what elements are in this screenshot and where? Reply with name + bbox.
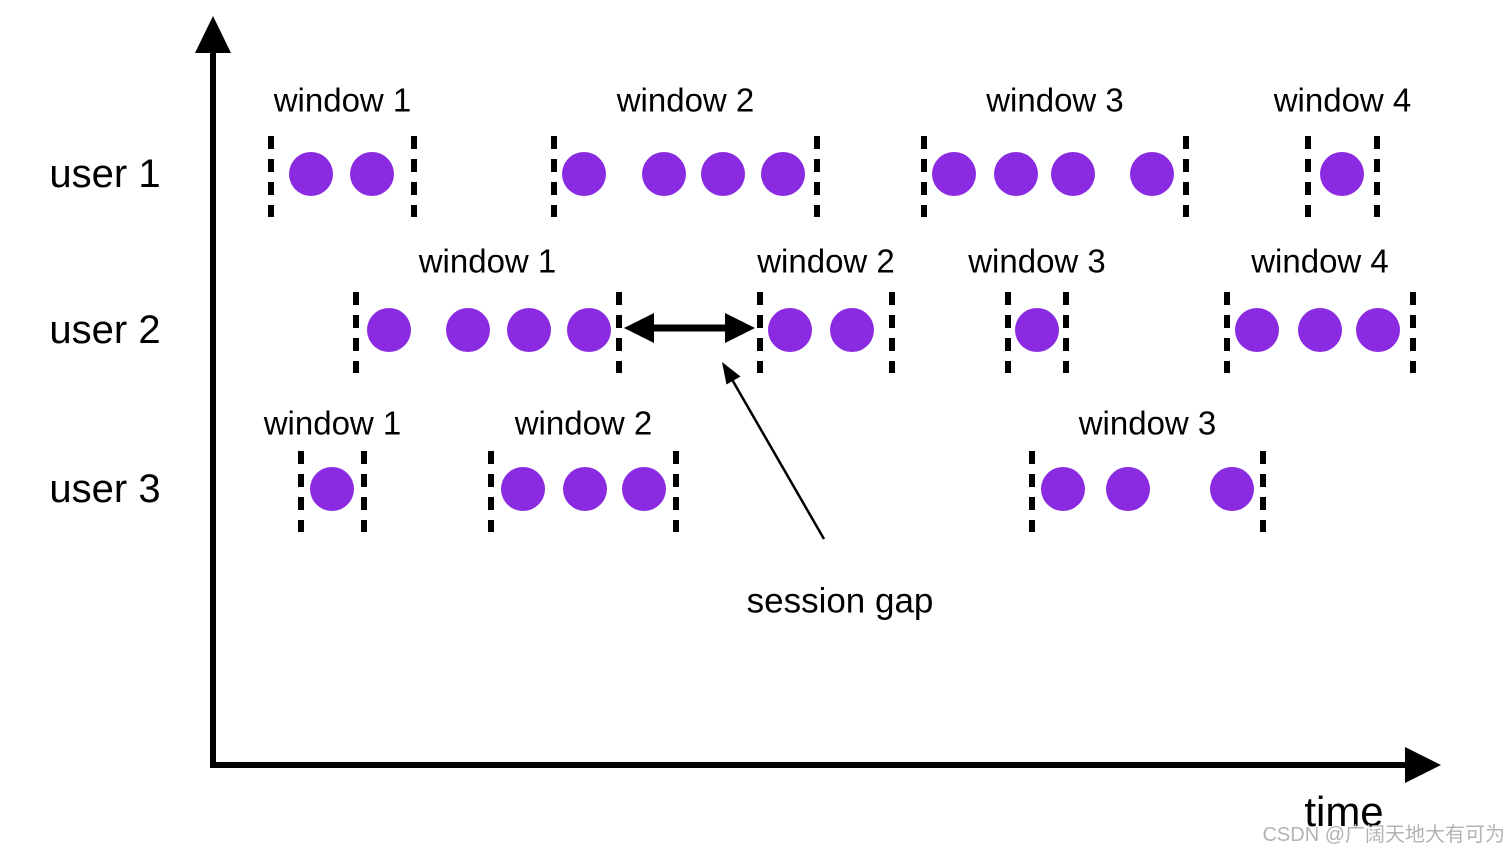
event-dot xyxy=(1235,308,1279,352)
y-axis-arrowhead-icon xyxy=(195,16,231,53)
event-dot xyxy=(1130,152,1174,196)
event-dot xyxy=(563,467,607,511)
event-dot xyxy=(994,152,1038,196)
window-label: window 3 xyxy=(1078,404,1217,442)
event-dot xyxy=(367,308,411,352)
user-row-label: user 1 xyxy=(49,152,161,196)
window-label: window 4 xyxy=(1273,81,1412,119)
event-dot xyxy=(1320,152,1364,196)
session-gap-double-arrow xyxy=(624,313,755,343)
x-axis-arrowhead-icon xyxy=(1405,747,1441,783)
event-dot xyxy=(701,152,745,196)
event-dot xyxy=(1041,467,1085,511)
window-label: window 1 xyxy=(418,242,557,280)
pointer-arrowhead-icon xyxy=(722,362,741,385)
event-dot xyxy=(507,308,551,352)
event-dot xyxy=(310,467,354,511)
time-axis-label: time xyxy=(1304,788,1384,835)
window-label: window 1 xyxy=(273,81,412,119)
event-dot xyxy=(1298,308,1342,352)
session-gap-pointer-arrow xyxy=(722,362,826,540)
event-dot xyxy=(761,152,805,196)
event-dot xyxy=(622,467,666,511)
event-dot xyxy=(501,467,545,511)
window-label: window 3 xyxy=(986,81,1124,119)
double-arrow-right-head-icon xyxy=(725,313,755,343)
event-dot xyxy=(562,152,606,196)
event-dot xyxy=(567,308,611,352)
window-label: window 2 xyxy=(616,81,755,119)
event-dot xyxy=(1051,152,1095,196)
window-label: window 1 xyxy=(263,404,402,442)
event-dot xyxy=(1356,308,1400,352)
user-row-label: user 3 xyxy=(49,467,161,511)
event-dot xyxy=(1106,467,1150,511)
window-label: window 4 xyxy=(1251,242,1389,280)
event-dot xyxy=(289,152,333,196)
event-dot xyxy=(830,308,874,352)
window-label: window 3 xyxy=(968,242,1106,280)
event-dot xyxy=(446,308,490,352)
event-dot xyxy=(1015,308,1059,352)
event-dot xyxy=(932,152,976,196)
event-dot xyxy=(1210,467,1254,511)
window-label: window 2 xyxy=(514,404,653,442)
event-dot xyxy=(642,152,686,196)
watermark-text: CSDN @广阔天地大有可为 xyxy=(1262,824,1505,846)
event-dot xyxy=(350,152,394,196)
y-axis xyxy=(195,16,231,768)
window-label: window 2 xyxy=(757,242,895,280)
double-arrow-left-head-icon xyxy=(624,313,654,343)
windows-and-events-layer xyxy=(268,136,1416,532)
x-axis xyxy=(210,747,1441,783)
event-dot xyxy=(768,308,812,352)
user-row-label: user 2 xyxy=(49,308,161,352)
pointer-arrow-line xyxy=(728,375,826,540)
session-gap-label: session gap xyxy=(746,581,934,621)
